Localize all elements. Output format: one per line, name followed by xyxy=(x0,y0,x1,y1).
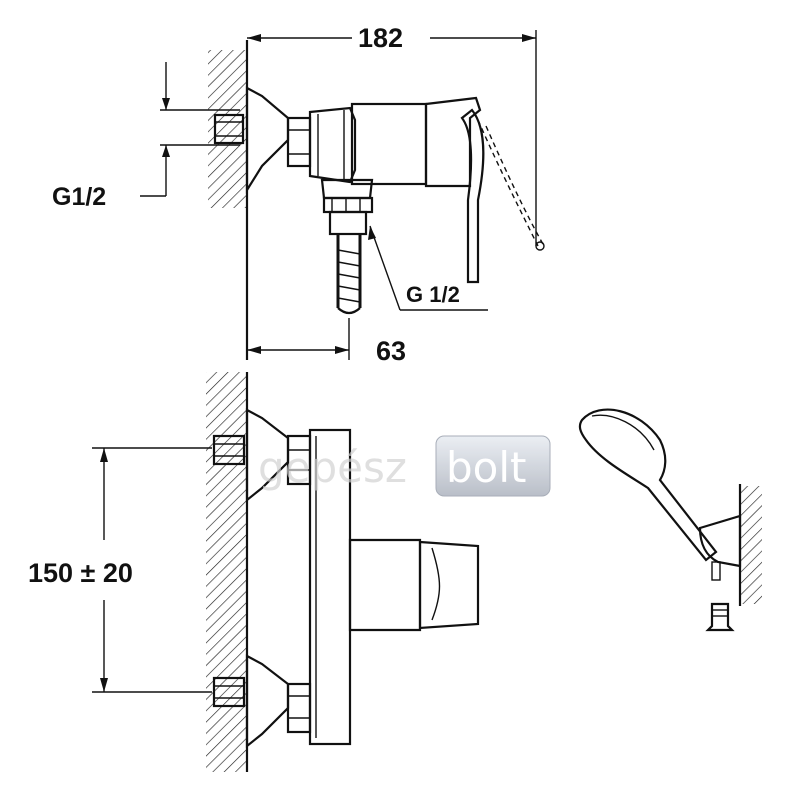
hex-nut xyxy=(286,116,312,168)
side-view: G1/2 182 63 G 1/2 xyxy=(52,23,545,366)
mixer-body xyxy=(350,102,428,186)
outlet-thread-label: G 1/2 xyxy=(406,282,460,307)
inlet-stub xyxy=(213,113,245,145)
rosette xyxy=(245,86,290,194)
lever-swing xyxy=(477,119,539,247)
shower-head xyxy=(578,408,718,562)
front-view: 150 ± 20 xyxy=(28,372,480,772)
lever-front xyxy=(418,540,480,630)
inlet-spacing-label: 150 ± 20 xyxy=(28,558,133,588)
overall-width-label: 182 xyxy=(358,23,403,53)
shower-holder xyxy=(698,514,742,568)
watermark-logo: gepész bolt xyxy=(258,435,551,497)
watermark-badge xyxy=(435,435,551,497)
lever-housing xyxy=(424,96,482,188)
inlet-thread-label: G1/2 xyxy=(52,183,106,211)
wall-hatch-top xyxy=(208,50,246,208)
shower-hose xyxy=(336,234,362,308)
wall-offset-label: 63 xyxy=(376,336,406,366)
wall-hatch-bottom xyxy=(206,372,246,772)
watermark-word-right: bolt xyxy=(446,443,527,492)
watermark-word-left: gepész xyxy=(258,443,407,492)
lever xyxy=(460,108,485,284)
hand-shower-detail xyxy=(578,408,762,632)
